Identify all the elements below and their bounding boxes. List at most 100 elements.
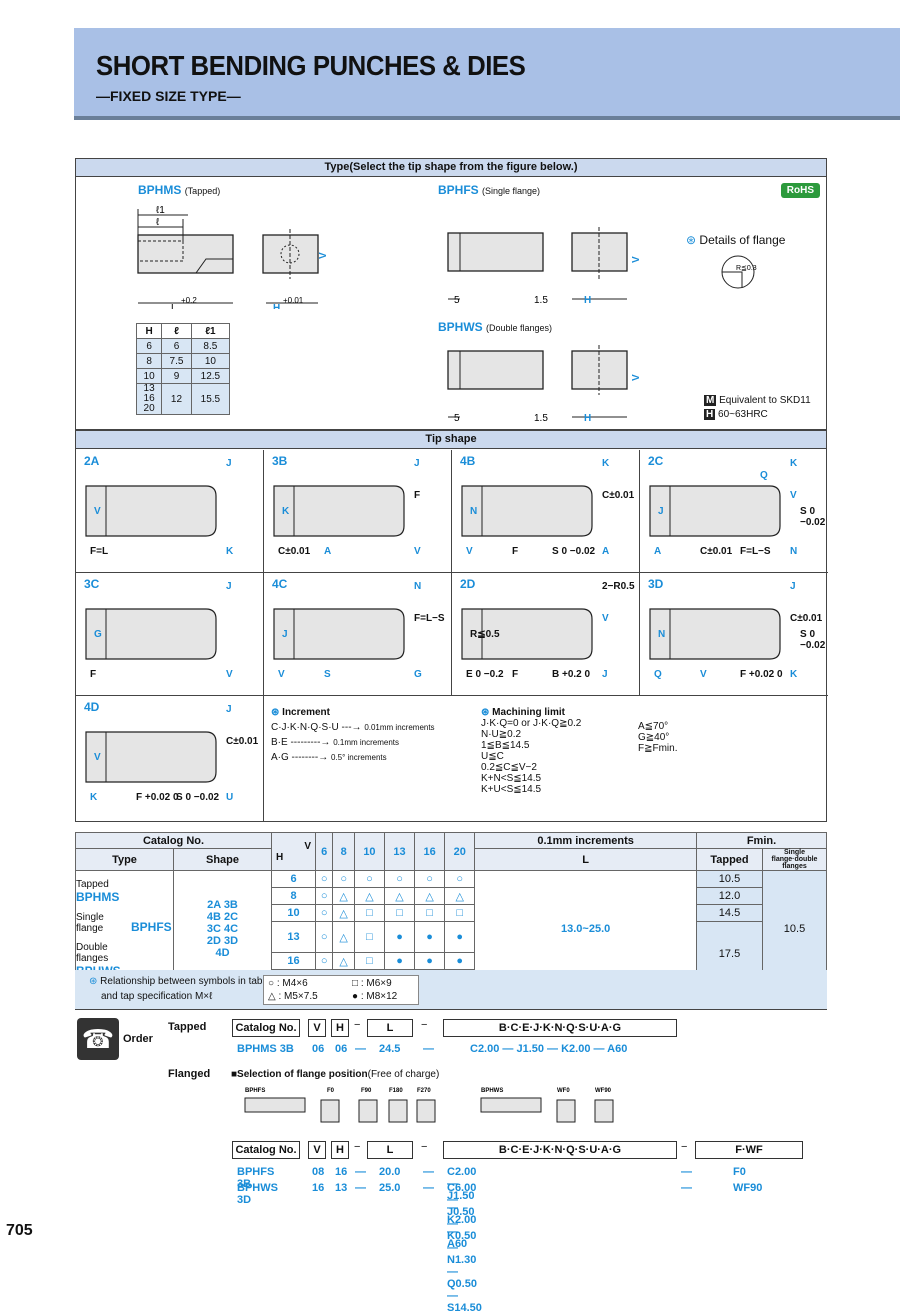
- table-row: 8○△△△△△12.0: [76, 887, 827, 905]
- tap-symbol: ○: [353, 870, 385, 888]
- increment-block: ⊛ Increment C·J·K·N·Q·S·U ---→ 0.01mm in…: [271, 707, 435, 763]
- tap-symbol: ○: [332, 870, 355, 888]
- machining-limit-item: A≦70°: [638, 721, 669, 732]
- tip-dimension-label: C±0.01: [226, 736, 259, 747]
- tip-dimension-label: V: [700, 669, 707, 680]
- svg-text:5: 5: [454, 413, 460, 424]
- tap-symbol: ○: [314, 870, 334, 888]
- tip-dimension-label: F=L−S: [414, 613, 445, 624]
- tip-dimension-label: F +0.02 0: [136, 792, 179, 803]
- svg-text:5: 5: [454, 295, 460, 306]
- tip-name: 4D: [84, 700, 100, 714]
- svg-text:+0.01: +0.01: [283, 296, 304, 305]
- bphfs-title: BPHFS (Single flange): [438, 183, 541, 197]
- tip-dimension-label: G: [414, 669, 422, 680]
- tip-dimension-label: J: [226, 581, 232, 592]
- svg-text:H: H: [584, 413, 591, 424]
- tip-dimension-label: V: [602, 613, 609, 624]
- tap-symbol: ○: [314, 952, 334, 970]
- tip-dimension-label: S 0 −0.02: [552, 546, 596, 557]
- order-example-value: BPHWS 3D: [237, 1182, 278, 1206]
- tip-dimension-label: V: [94, 752, 101, 763]
- tap-symbol: △: [414, 887, 446, 905]
- tip-dimension-label: C±0.01: [602, 490, 635, 501]
- tip-dimension-label: J: [414, 458, 420, 469]
- tap-symbol: □: [414, 904, 446, 922]
- tip-heading: Tip shape: [76, 431, 826, 449]
- tap-symbol: □: [353, 952, 385, 970]
- tap-symbol: □: [353, 921, 385, 953]
- svg-text:1.5: 1.5: [534, 295, 548, 306]
- tip-dimension-label: F=L−S: [740, 546, 771, 557]
- tip-dimension-label: J: [658, 506, 664, 517]
- tip-dimension-label: J: [226, 458, 232, 469]
- tip-dimension-label: V: [790, 490, 797, 501]
- svg-text:WF0: WF0: [557, 1088, 570, 1094]
- order-example-value: WF90: [733, 1182, 763, 1194]
- tip-dimension-label: F +0.02 0: [740, 669, 783, 680]
- tip-dimension-label: K: [226, 546, 234, 557]
- hardness-note: H 60~63HRC: [704, 409, 768, 420]
- tap-symbol: ○: [444, 870, 476, 888]
- l1-text: ℓ1: [156, 205, 165, 216]
- tip-dimension-label: A: [654, 546, 662, 557]
- material-note: M Equivalent to SKD11: [704, 395, 811, 406]
- tip-dimension-label: C±0.01: [790, 613, 823, 624]
- order-example-value: 16: [335, 1166, 348, 1178]
- machining-limit-item: F≧Fmin.: [638, 743, 678, 754]
- phone-icon: ☎: [77, 1018, 119, 1060]
- svg-text:+0.2: +0.2: [181, 296, 197, 305]
- tip-dimension-label: U: [226, 792, 234, 803]
- tap-symbol: △: [353, 887, 385, 905]
- bphws-drawing: 5 1.5 H V: [447, 345, 642, 424]
- tap-symbol: ●: [444, 921, 476, 953]
- svg-text:H: H: [584, 295, 591, 306]
- tip-dimension-label: S 0 −0.02: [176, 792, 220, 803]
- order-example-value: 25.0: [379, 1182, 401, 1194]
- catalog-table: Catalog No. V H 6 8 10 13 16 20 0.1mm in…: [75, 832, 827, 987]
- svg-text:H: H: [273, 303, 280, 309]
- tip-name: 4C: [272, 577, 288, 591]
- tip-name: 4B: [460, 454, 476, 468]
- page-header: SHORT BENDING PUNCHES & DIES —FIXED SIZE…: [74, 28, 900, 120]
- tip-dimension-label: K: [790, 669, 798, 680]
- order-example-value: F0: [733, 1166, 746, 1178]
- tip-dimension-label: Q: [654, 669, 662, 680]
- order-example-value: —: [681, 1182, 692, 1194]
- order-example-value: 20.0: [379, 1166, 401, 1178]
- tip-dimension-label: V: [466, 546, 473, 557]
- tip-dimension-label: J: [790, 581, 796, 592]
- tip-dimension-label: S 0 −0.02: [800, 629, 826, 651]
- tip-dimension-label: N: [790, 546, 798, 557]
- tap-symbol: ○: [414, 870, 446, 888]
- flange-position-drawings: BPHFS F0 F90 F180 F270 BPHWS WF0 WF90: [244, 1088, 614, 1123]
- relationship-note: ⊛ Relationship between symbols in table …: [75, 970, 827, 1010]
- tip-dimension-label: G: [94, 629, 102, 640]
- machining-limit-item: 0.2≦C≦V−2: [481, 762, 537, 773]
- tip-dimension-label: K: [90, 792, 98, 803]
- tip-dimension-label: B +0.2 0: [552, 669, 591, 680]
- tip-dimension-label: K: [790, 458, 798, 469]
- order-example-value: 16: [312, 1182, 325, 1194]
- machining-limit-item: N·U≧0.2: [481, 729, 522, 740]
- machining-limit-item: G≧40°: [638, 732, 670, 743]
- tip-dimension-label: N: [470, 506, 478, 517]
- tap-symbol: □: [444, 904, 476, 922]
- rohs-badge: RoHS: [780, 183, 820, 198]
- tip-dimension-label: J: [282, 629, 288, 640]
- machining-limit-item: J·K·Q=0 or J·K·Q≧0.2: [481, 718, 582, 729]
- svg-text:BPHFS: BPHFS: [245, 1088, 265, 1094]
- tip-dimension-label: S: [324, 669, 331, 680]
- tap-symbol: ○: [383, 870, 416, 888]
- tap-symbol: △: [332, 921, 355, 953]
- tip-dimension-label: F=L: [90, 546, 109, 557]
